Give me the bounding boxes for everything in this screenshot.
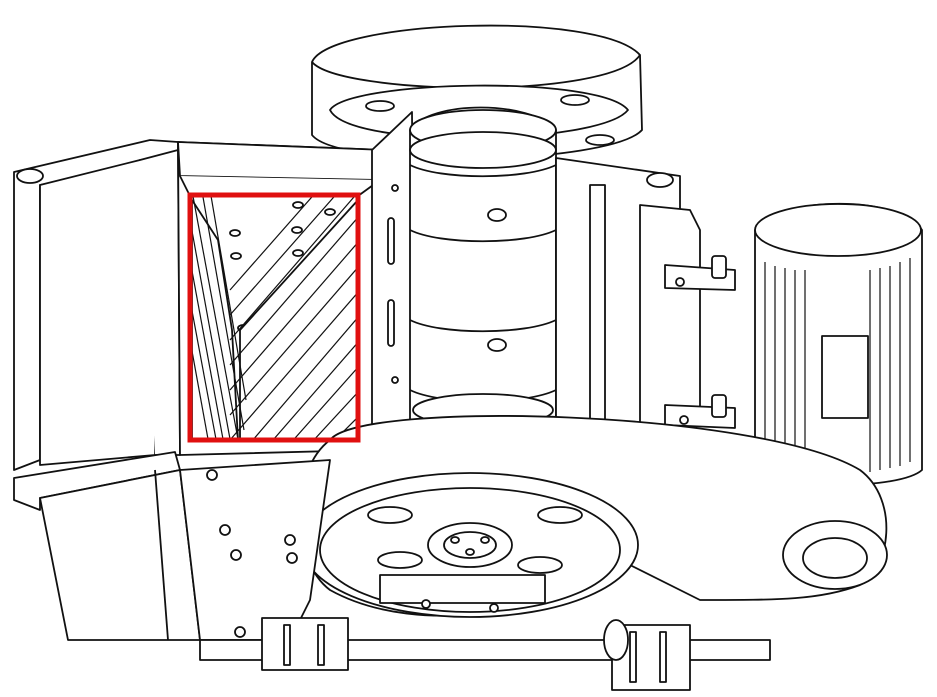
highlight-rectangle xyxy=(187,192,361,443)
mount-foot-left xyxy=(261,617,349,671)
electric-motor xyxy=(754,202,923,486)
drive-pulley xyxy=(301,472,639,618)
cooling-fins xyxy=(764,258,911,472)
left-housing xyxy=(13,139,201,641)
bolts xyxy=(206,277,689,638)
lower-frame xyxy=(179,459,771,691)
mount-hole xyxy=(16,168,44,184)
right-housing xyxy=(555,157,736,441)
rotor-drum xyxy=(409,106,575,436)
pulley-guard-bracket xyxy=(379,574,546,604)
liner-plates xyxy=(190,196,358,440)
side-frame-plate xyxy=(371,111,415,451)
terminal-box xyxy=(821,335,869,419)
